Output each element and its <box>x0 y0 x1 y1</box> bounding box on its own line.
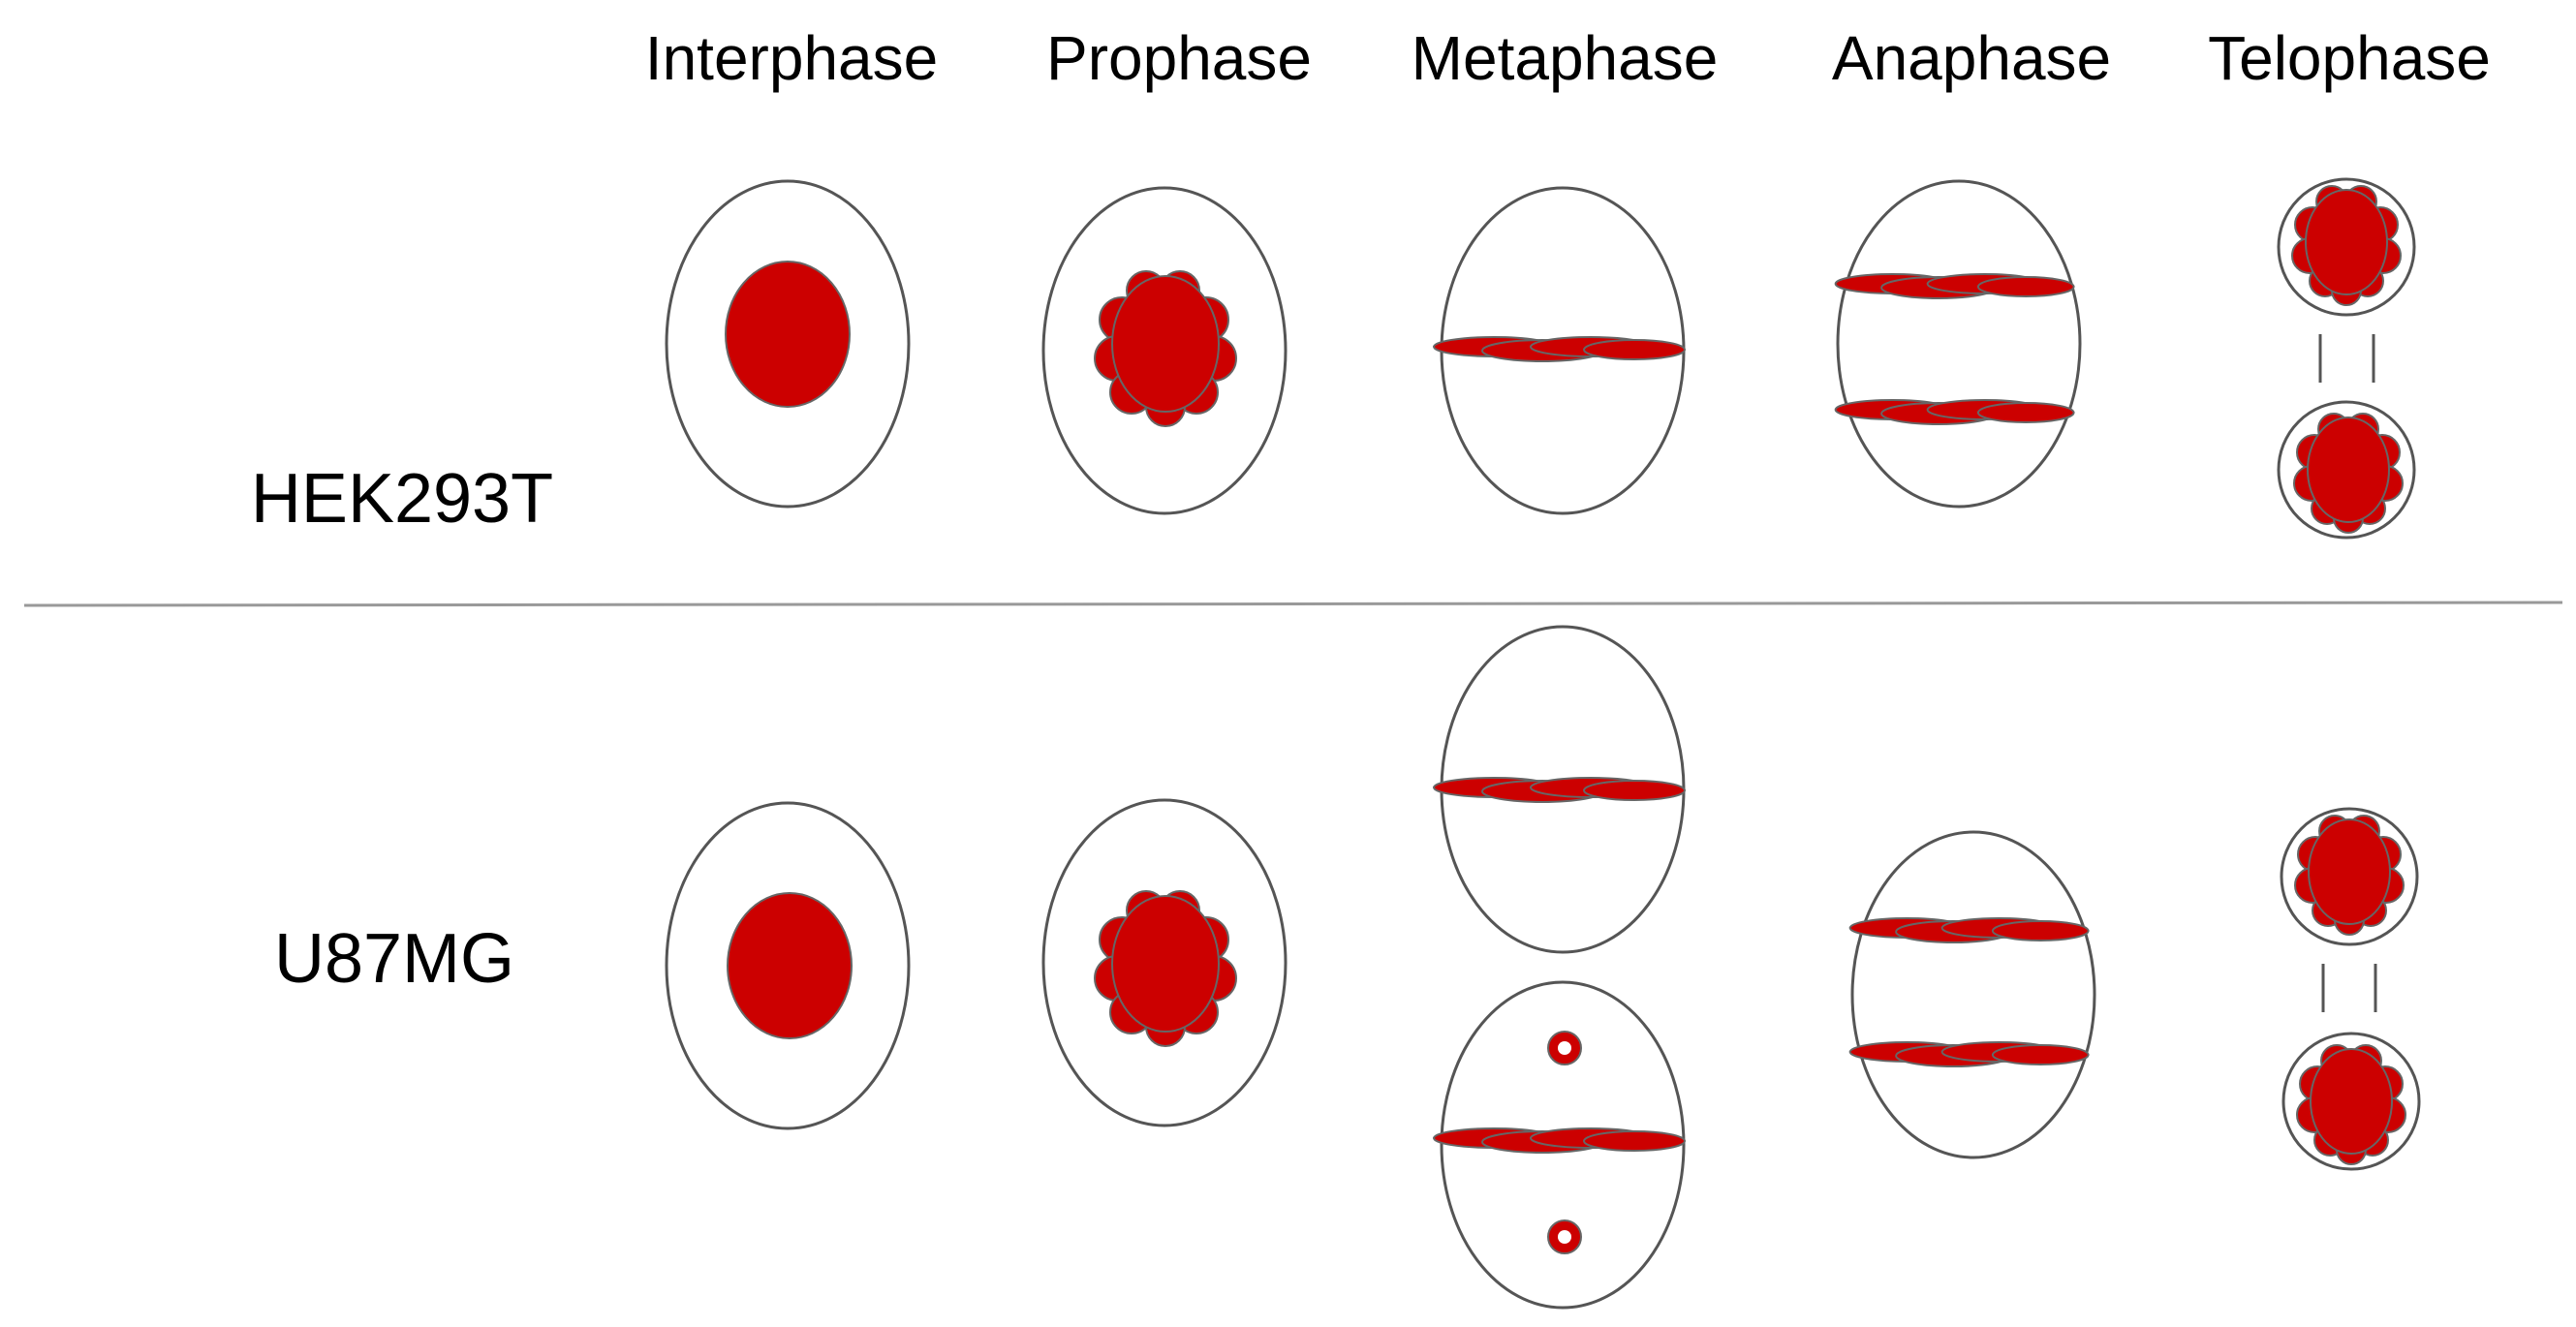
hek293t-interphase-nucleus <box>725 261 851 408</box>
u87mg-metaphase-cell-normal <box>1433 625 1686 954</box>
phase-header-interphase: Interphase <box>644 23 939 93</box>
u87mg-metaphase-cell-with-micronuclei <box>1433 980 1686 1310</box>
hek293t-metaphase-cell <box>1433 186 1686 515</box>
phase-header-telophase: Telophase <box>2208 23 2491 93</box>
hek293t-interphase-cell <box>665 179 911 509</box>
u87mg-telophase-cells <box>2280 807 2421 1171</box>
hek293t-prophase-cell <box>1041 186 1288 515</box>
phase-header-anaphase: Anaphase <box>1831 23 2112 93</box>
row-divider <box>23 601 2563 607</box>
cell-line-label-hek293t: HEK293T <box>250 460 554 538</box>
hek293t-anaphase-cell <box>1834 179 2082 509</box>
phase-header-metaphase: Metaphase <box>1411 23 1719 93</box>
cell-line-label-u87mg: U87MG <box>273 920 515 998</box>
u87mg-interphase-cell <box>665 801 911 1130</box>
u87mg-interphase-nucleus <box>727 892 853 1039</box>
hek293t-telophase-cells <box>2277 177 2416 540</box>
phase-header-prophase: Prophase <box>1046 23 1312 93</box>
u87mg-anaphase-cell <box>1848 830 2096 1159</box>
u87mg-prophase-cell <box>1041 798 1288 1127</box>
